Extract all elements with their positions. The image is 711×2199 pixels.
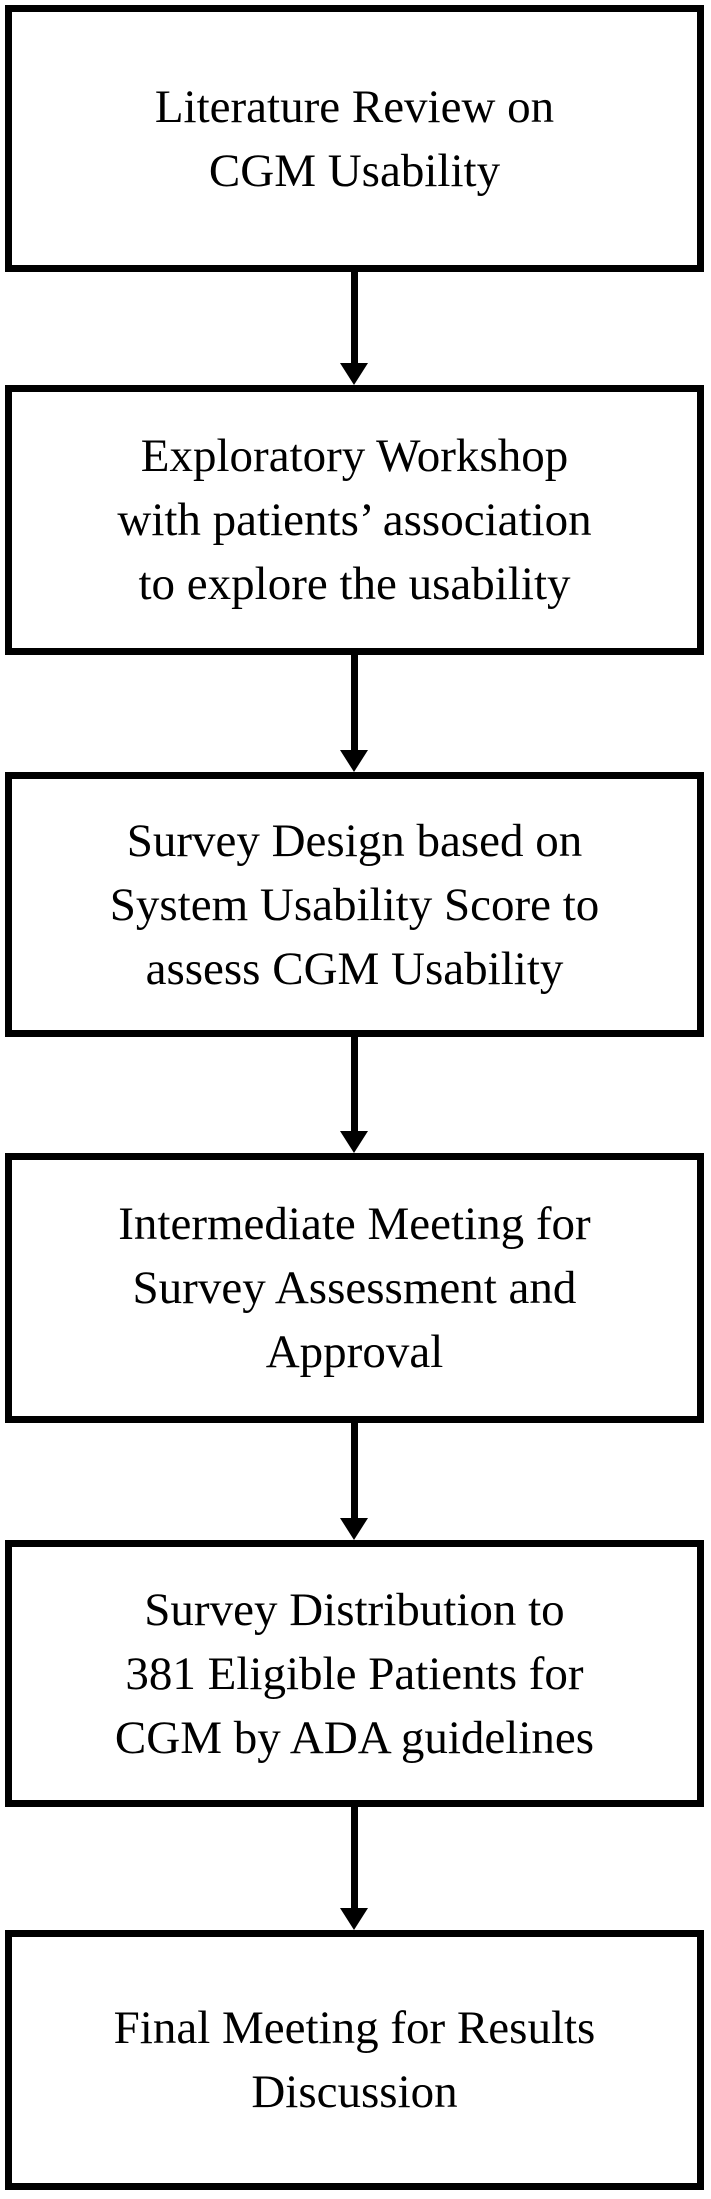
flow-step-label: Survey Distribution to 381 Eligible Pati… — [114, 1583, 595, 1764]
arrow-line — [350, 1037, 358, 1131]
arrow-line — [350, 655, 358, 750]
flow-arrow-down-5 — [340, 1807, 368, 1930]
flow-arrow-down-2 — [340, 655, 368, 772]
flow-step-literature-review: Literature Review on CGM Usability — [5, 5, 704, 272]
arrow-line — [350, 272, 358, 363]
flow-step-final-meeting: Final Meeting for Results Discussion — [5, 1930, 704, 2190]
arrow-head-down-icon — [340, 750, 368, 772]
arrow-line — [350, 1807, 358, 1908]
flow-step-exploratory-workshop: Exploratory Workshop with patients’ asso… — [5, 385, 704, 655]
flow-arrow-down-4 — [340, 1423, 368, 1540]
flow-step-label: Exploratory Workshop with patients’ asso… — [117, 430, 592, 610]
flow-step-intermediate-meeting: Intermediate Meeting for Survey Assessme… — [5, 1153, 704, 1423]
arrow-head-down-icon — [340, 1908, 368, 1930]
flow-step-label: Literature Review on CGM Usability — [154, 80, 555, 197]
flow-arrow-down-1 — [340, 272, 368, 385]
arrow-head-down-icon — [340, 363, 368, 385]
arrow-line — [350, 1423, 358, 1518]
flow-step-label: Intermediate Meeting for Survey Assessme… — [118, 1198, 591, 1378]
flow-step-label: Survey Design based on System Usability … — [109, 814, 600, 995]
flow-step-survey-design: Survey Design based on System Usability … — [5, 772, 704, 1037]
flow-step-label: Final Meeting for Results Discussion — [113, 2002, 596, 2118]
flow-arrow-down-3 — [340, 1037, 368, 1153]
flow-step-survey-distribution: Survey Distribution to 381 Eligible Pati… — [5, 1540, 704, 1807]
arrow-head-down-icon — [340, 1131, 368, 1153]
arrow-head-down-icon — [340, 1518, 368, 1540]
